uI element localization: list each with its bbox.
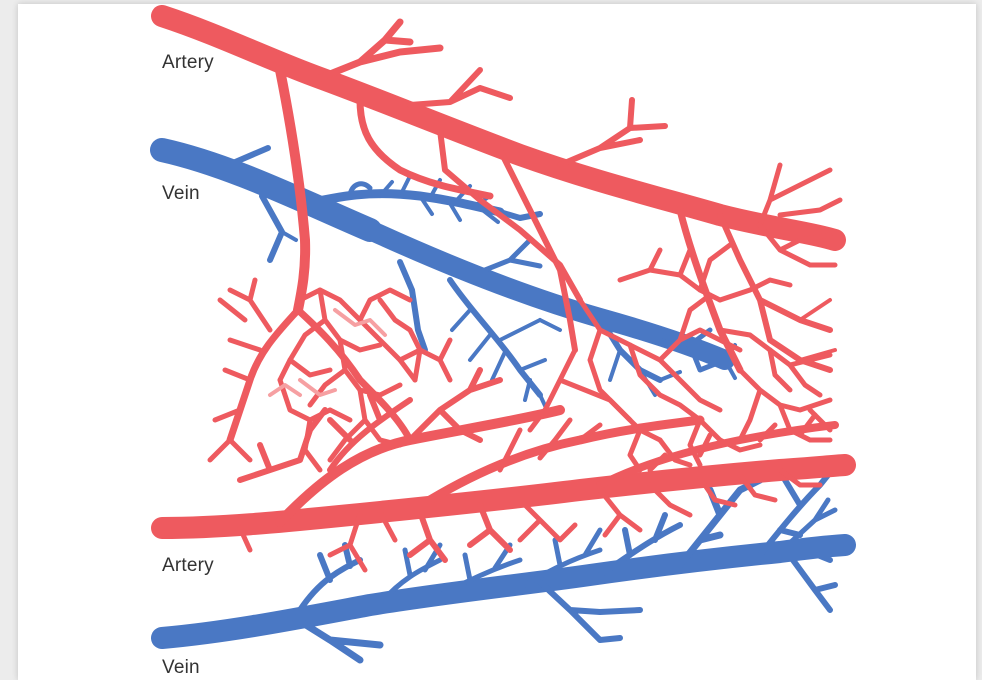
capillary-bed-right	[530, 245, 830, 470]
label-artery-bottom: Artery	[162, 555, 214, 577]
label-vein-top: Vein	[162, 183, 200, 205]
label-vein-bottom: Vein	[162, 657, 200, 679]
label-artery-top: Artery	[162, 52, 214, 74]
lower-artery-network	[162, 370, 845, 570]
